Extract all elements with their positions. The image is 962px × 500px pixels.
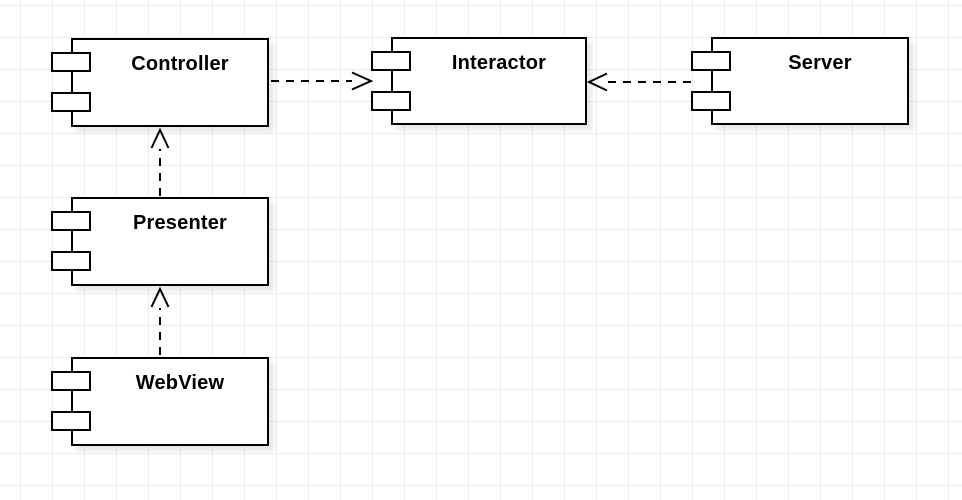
connector-presenter-to-controller[interactable]: [150, 127, 170, 196]
component-label: Server: [788, 52, 852, 74]
uml-component-controller[interactable]: Controller: [51, 38, 269, 127]
component-label: Presenter: [132, 212, 228, 234]
component-port-icon: [51, 211, 91, 231]
component-label: Controller: [131, 53, 229, 75]
component-port-icon: [691, 91, 731, 111]
component-port-icon: [371, 51, 411, 71]
uml-component-server[interactable]: Server: [691, 37, 909, 125]
component-port-icon: [51, 52, 91, 72]
uml-component-interactor[interactable]: Interactor: [371, 37, 587, 125]
component-port-icon: [691, 51, 731, 71]
connector-webview-to-presenter[interactable]: [150, 286, 170, 355]
connector-server-to-interactor[interactable]: [586, 72, 691, 92]
component-port-icon: [371, 91, 411, 111]
component-port-icon: [51, 411, 91, 431]
component-port-icon: [51, 251, 91, 271]
uml-component-webview[interactable]: WebView: [51, 357, 269, 446]
component-port-icon: [51, 371, 91, 391]
component-port-icon: [51, 92, 91, 112]
connector-controller-to-interactor[interactable]: [271, 71, 374, 91]
component-label: Interactor: [451, 52, 547, 74]
component-label: WebView: [135, 372, 225, 394]
uml-component-presenter[interactable]: Presenter: [51, 197, 269, 286]
